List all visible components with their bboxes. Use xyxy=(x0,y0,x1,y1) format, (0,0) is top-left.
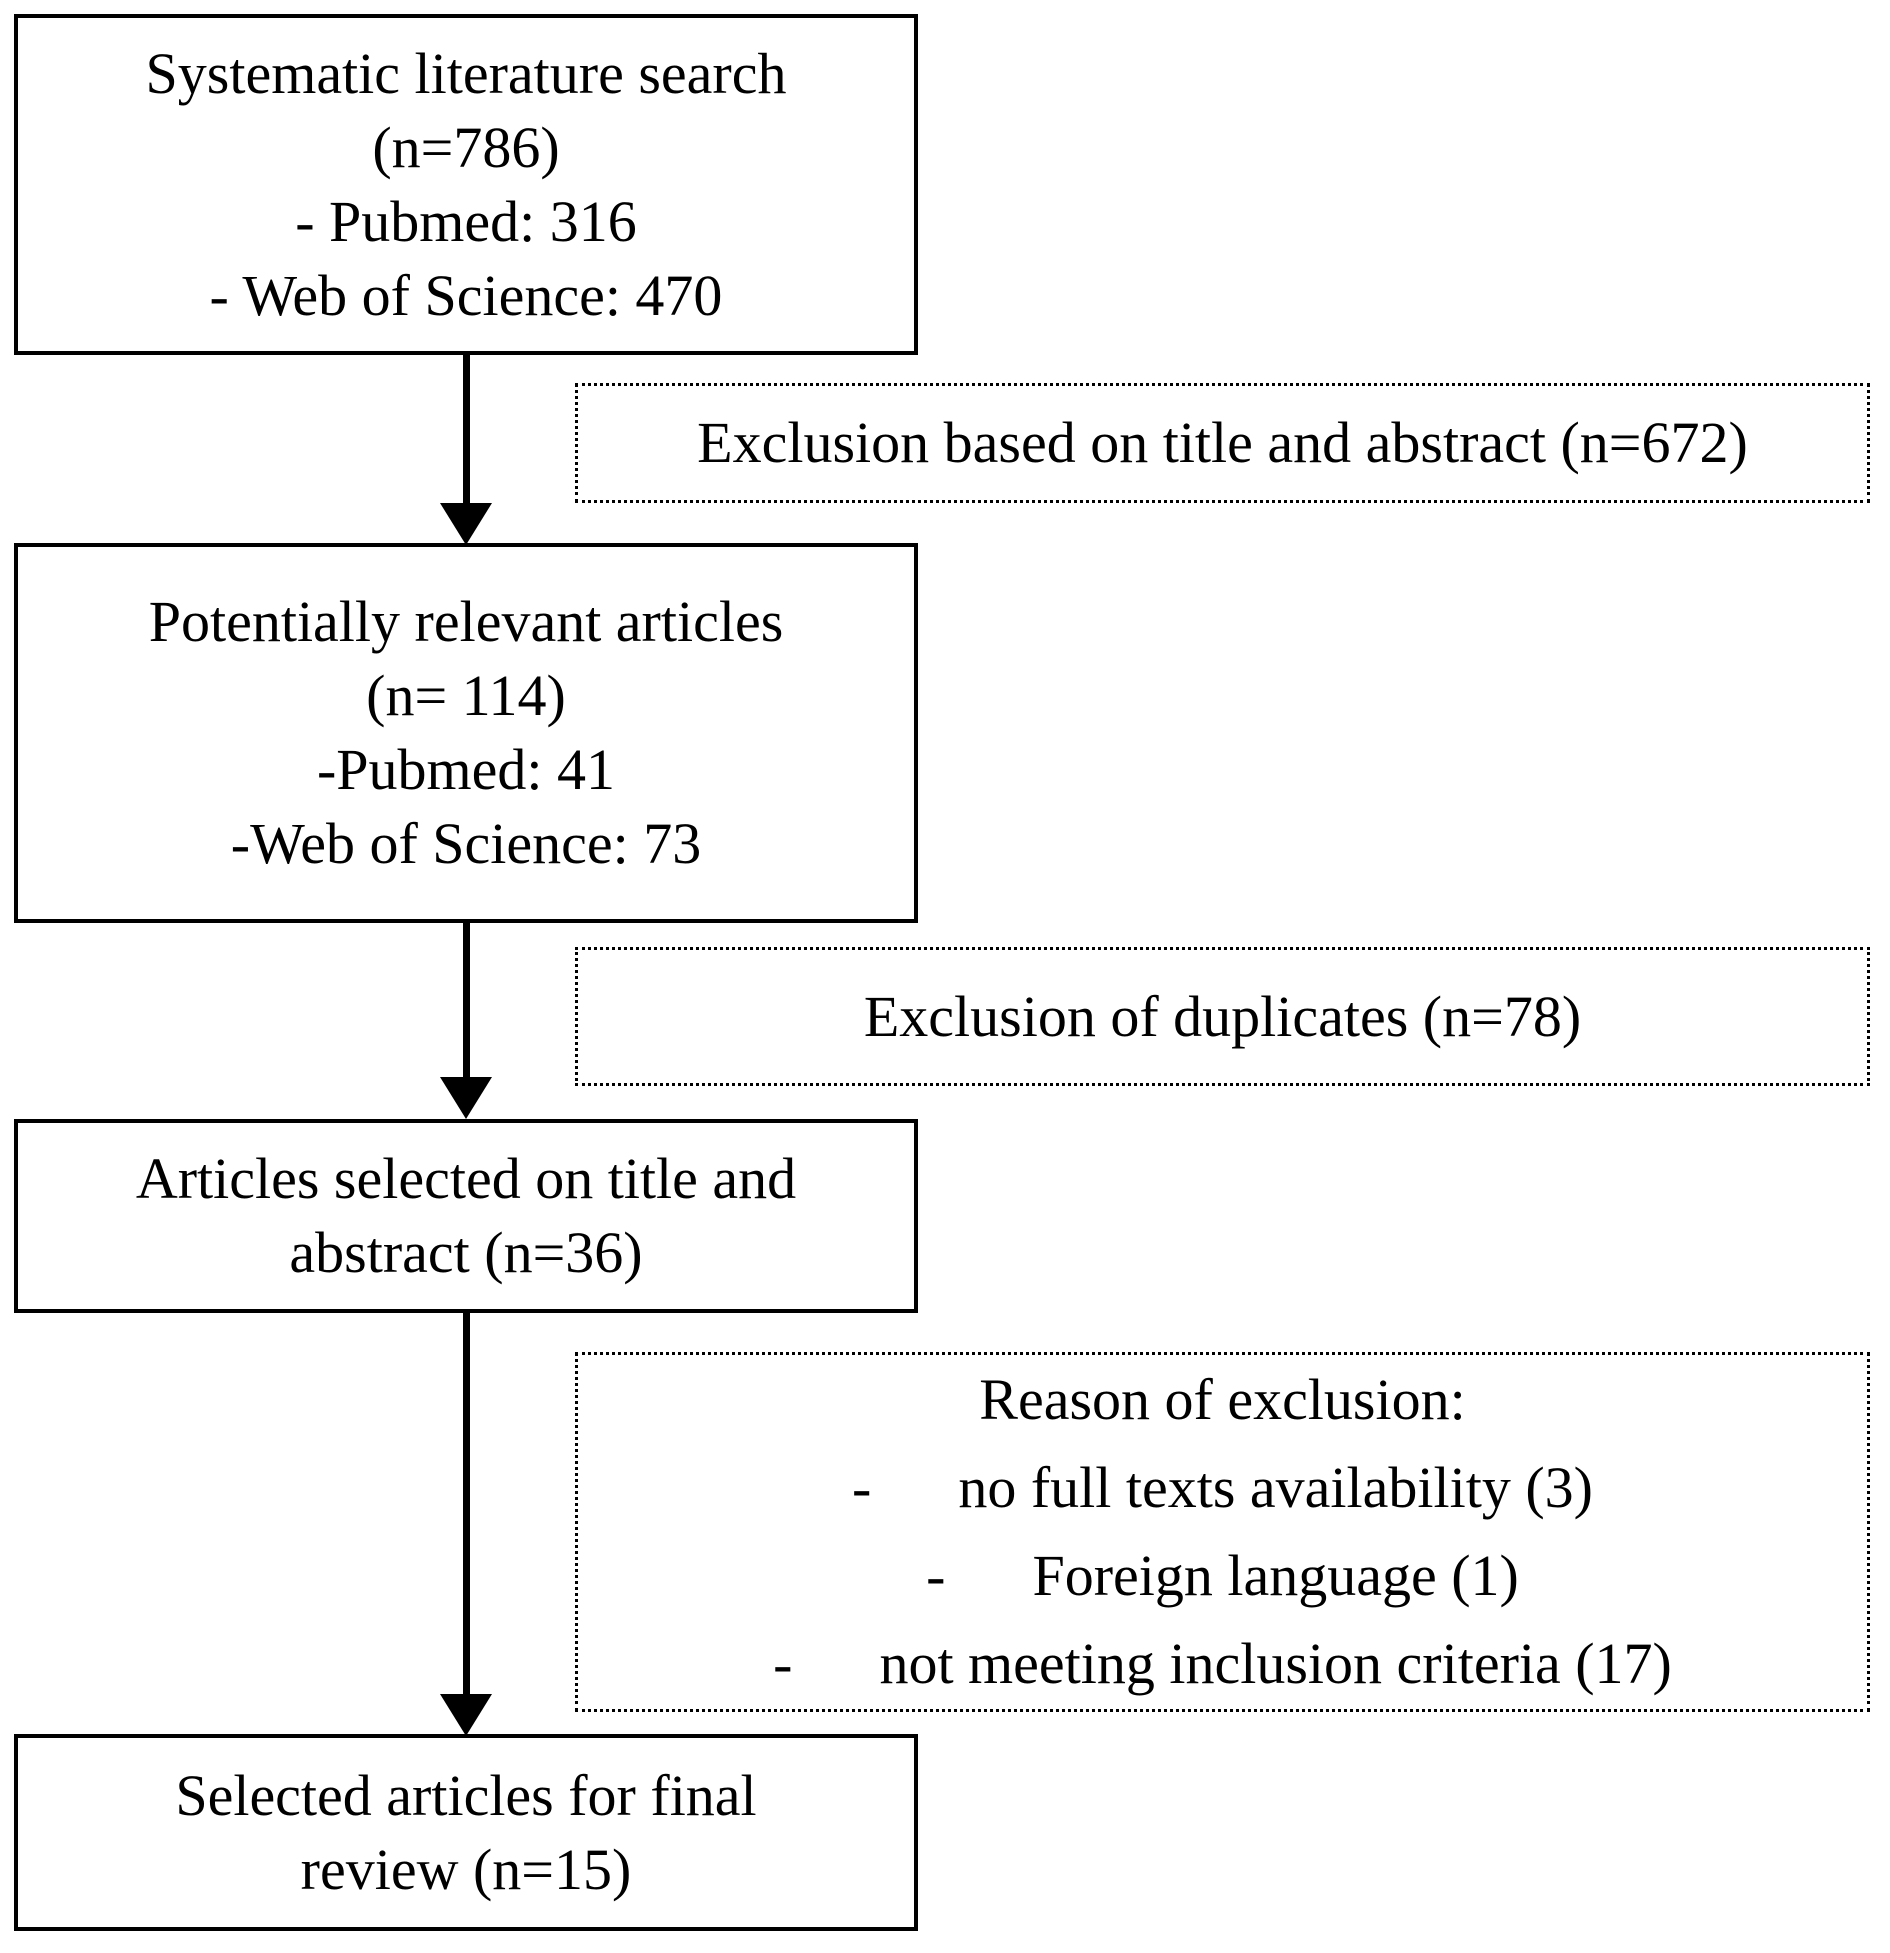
box-text-line: (n=786) xyxy=(372,114,560,180)
box-text-line: - Foreign language (1) xyxy=(926,1543,1519,1608)
arrow-head-icon xyxy=(440,1077,492,1119)
box-text-line: (n= 114) xyxy=(366,663,566,728)
box-text-line: - no full texts availability (3) xyxy=(852,1455,1593,1520)
arrow-head-icon xyxy=(440,503,492,545)
arrow-shaft xyxy=(462,1312,470,1694)
box-text-line: abstract (n=36) xyxy=(289,1220,643,1285)
box-text-line: - not meeting inclusion criteria (17) xyxy=(773,1631,1672,1696)
down-arrow-1 xyxy=(440,355,492,545)
arrow-shaft xyxy=(462,923,470,1077)
box-text-line: Articles selected on title and xyxy=(135,1146,797,1211)
exclusion-reasons-box: Reason of exclusion: - no full texts ava… xyxy=(575,1352,1870,1712)
box-text-line: Selected articles for final xyxy=(175,1762,757,1828)
box-text-line: -Pubmed: 41 xyxy=(316,737,616,802)
arrow-head-icon xyxy=(440,1694,492,1736)
box-text-line: - Web of Science: 470 xyxy=(209,262,723,328)
box-systematic-literature-search: Systematic literature search (n=786) - P… xyxy=(14,14,918,355)
box-text-line: review (n=15) xyxy=(300,1836,632,1902)
arrow-shaft xyxy=(462,355,470,503)
box-selected-articles-final-review: Selected articles for final review (n=15… xyxy=(14,1734,918,1931)
down-arrow-2 xyxy=(440,923,492,1119)
box-text-line: Exclusion of duplicates (n=78) xyxy=(863,983,1582,1049)
box-articles-selected-title-abstract: Articles selected on title and abstract … xyxy=(14,1119,918,1313)
exclusion-duplicates-box: Exclusion of duplicates (n=78) xyxy=(575,947,1870,1086)
box-text-line: Exclusion based on title and abstract (n… xyxy=(697,410,1748,475)
box-text-line: - Pubmed: 316 xyxy=(295,188,637,254)
box-text-line: Systematic literature search xyxy=(145,40,787,106)
box-potentially-relevant-articles: Potentially relevant articles (n= 114) -… xyxy=(14,543,918,923)
box-text-line: Potentially relevant articles xyxy=(148,589,784,654)
exclusion-title-abstract-box: Exclusion based on title and abstract (n… xyxy=(575,383,1870,503)
down-arrow-3 xyxy=(440,1312,492,1736)
box-text-line: Reason of exclusion: xyxy=(979,1367,1466,1432)
box-text-line: -Web of Science: 73 xyxy=(230,811,702,876)
